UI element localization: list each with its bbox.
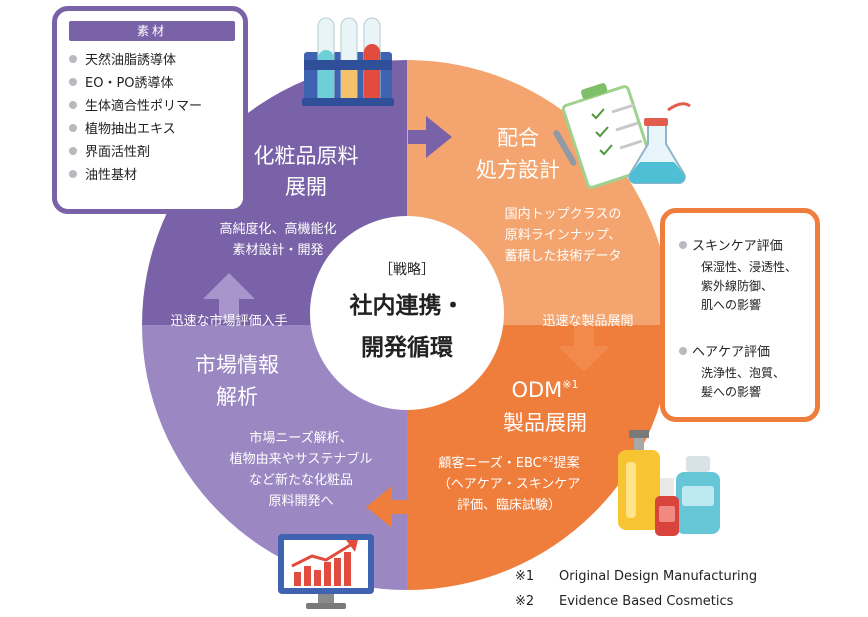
- hair-evaluation-line: 洗浄性、泡質、: [701, 366, 786, 380]
- materials-list: 天然油脂誘導体 EO・PO誘導体 生体適合性ポリマー 植物抽出エキス 界面活性剤…: [69, 49, 202, 187]
- arrow-down-right: [558, 325, 610, 372]
- quadrant-bottom-right: [407, 325, 672, 590]
- center-line2: 開発循環: [361, 334, 454, 361]
- skin-evaluation: スキンケア評価 保湿性、浸透性、 紫外線防御、 肌への影響: [679, 235, 797, 315]
- material-item: 油性基材: [69, 164, 202, 187]
- material-item: 天然油脂誘導体: [69, 49, 202, 72]
- tr-title-2: 処方設計: [476, 158, 560, 182]
- tl-title-1: 化粧品原料: [254, 144, 359, 168]
- tr-desc-1: 国内トップクラスの: [505, 206, 622, 222]
- footnote-1: ※1 Original Design Manufacturing: [515, 569, 757, 584]
- test-tubes-icon: [302, 17, 394, 106]
- hair-evaluation-title: ヘアケア評価: [679, 341, 785, 360]
- cosmetic-bottles-icon: [618, 430, 720, 536]
- footnote-mark: ※2: [515, 594, 535, 609]
- footnote-mark: ※1: [515, 569, 535, 584]
- evaluations-box: スキンケア評価 保湿性、浸透性、 紫外線防御、 肌への影響 ヘアケア評価 洗浄性…: [660, 208, 820, 422]
- br-desc-3: 評価、臨床試験）: [457, 497, 561, 513]
- br-desc-2: （ヘアケア・スキンケア: [438, 477, 581, 492]
- center-circle: [310, 216, 504, 410]
- material-item: EO・PO誘導体: [69, 72, 202, 95]
- skin-evaluation-title: スキンケア評価: [679, 235, 797, 254]
- tr-title-1: 配合: [497, 126, 539, 150]
- tl-title-2: 展開: [285, 175, 327, 199]
- arrow-up-left: [203, 273, 255, 320]
- monitor-chart-icon: [278, 534, 374, 609]
- tr-desc-2: 原料ラインナップ、: [505, 228, 622, 243]
- arrow-left-bottom: [366, 486, 412, 528]
- materials-box: 素材 天然油脂誘導体 EO・PO誘導体 生体適合性ポリマー 植物抽出エキス 界面…: [52, 6, 248, 214]
- skin-evaluation-line: 紫外線防御、: [701, 279, 774, 293]
- skin-evaluation-line: 肌への影響: [701, 298, 762, 312]
- arrow-right-top: [408, 116, 452, 158]
- tl-desc-1: 高純度化、高機能化: [219, 221, 336, 237]
- materials-title: 素材: [69, 21, 235, 41]
- material-item: 界面活性剤: [69, 141, 202, 164]
- arrow-right-label: 迅速な製品展開: [542, 314, 633, 329]
- br-title-2: 製品展開: [503, 411, 587, 435]
- bl-title-2: 解析: [216, 385, 258, 409]
- bl-desc-2: 植物由来やサステナブル: [230, 451, 373, 467]
- hair-evaluation-line: 髪への影響: [701, 385, 762, 399]
- bl-desc-4: 原料開発へ: [268, 494, 333, 509]
- material-item: 生体適合性ポリマー: [69, 95, 202, 118]
- br-title-1: ODM※1: [511, 378, 578, 402]
- quadrant-bottom-left: [142, 325, 407, 590]
- footnote-text: Evidence Based Cosmetics: [559, 594, 734, 609]
- bl-title-1: 市場情報: [195, 353, 279, 377]
- center-label: ［戦略］: [379, 262, 435, 278]
- tl-desc-2: 素材設計・開発: [232, 242, 323, 258]
- br-desc-1: 顧客ニーズ・EBC※2提案: [438, 455, 579, 471]
- hair-evaluation: ヘアケア評価 洗浄性、泡質、 髪への影響: [679, 341, 785, 402]
- footnote-2: ※2 Evidence Based Cosmetics: [515, 594, 733, 609]
- material-item: 植物抽出エキス: [69, 118, 202, 141]
- arrow-left-label: 迅速な市場評価入手: [170, 313, 287, 329]
- clipboard-flask-icon: [553, 83, 691, 189]
- bl-desc-3: など新たな化粧品: [249, 472, 353, 488]
- center-line1: 社内連携・: [350, 292, 465, 319]
- tr-desc-3: 蓄積した技術データ: [504, 248, 621, 264]
- skin-evaluation-line: 保湿性、浸透性、: [701, 260, 798, 274]
- footnote-text: Original Design Manufacturing: [559, 569, 758, 584]
- bl-desc-1: 市場ニーズ解析、: [249, 430, 352, 446]
